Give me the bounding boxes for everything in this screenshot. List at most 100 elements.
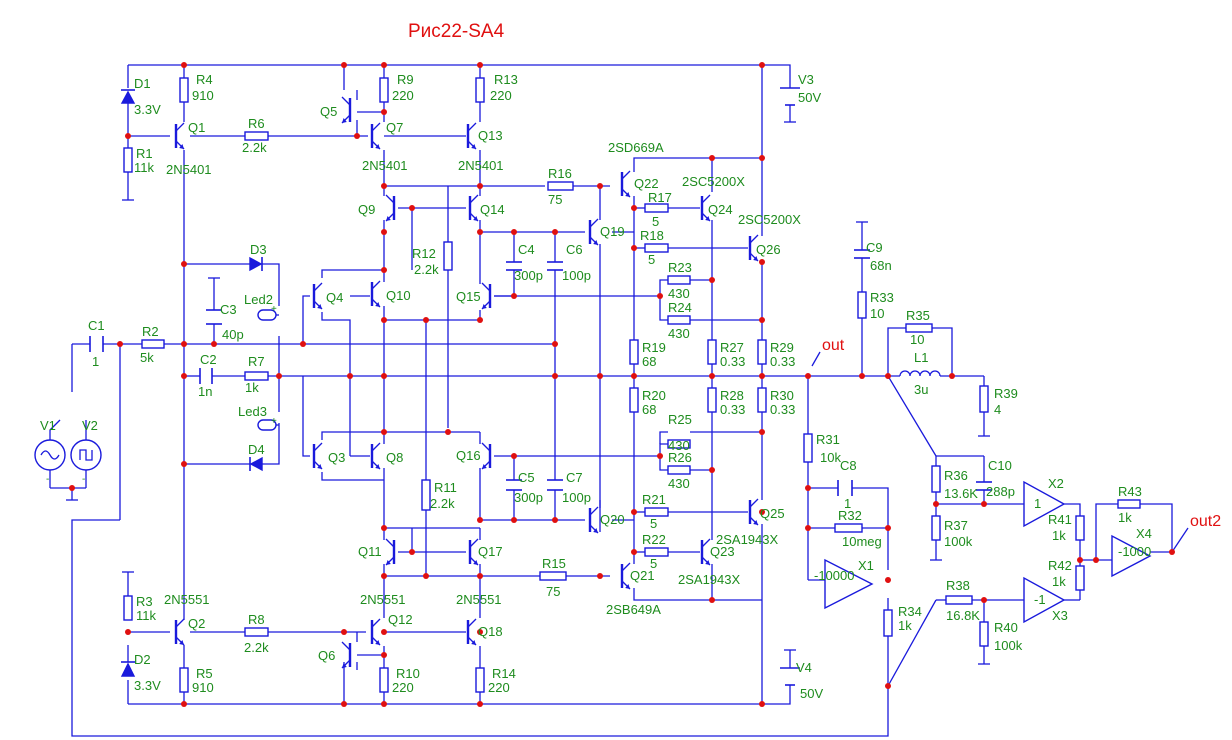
label-q4: Q4 <box>326 290 343 305</box>
junction-dot <box>423 573 429 579</box>
value-r21: 5 <box>650 516 657 531</box>
net-label-out2: out2 <box>1190 513 1221 530</box>
label-v4: V4 <box>796 660 812 675</box>
junction-dot <box>181 261 187 267</box>
transistor-q12 <box>370 618 381 646</box>
value-r30: 0.33 <box>770 402 795 417</box>
junction-dot <box>759 429 765 435</box>
transistor-q13 <box>466 122 477 150</box>
transistor-q16 <box>481 442 492 470</box>
junction-dot <box>381 573 387 579</box>
value-c9: 68n <box>870 258 892 273</box>
value-r14: 220 <box>488 680 510 695</box>
junction-dot <box>477 183 483 189</box>
junction-dot <box>381 109 387 115</box>
label-q14: Q14 <box>480 202 505 217</box>
junction-dot <box>709 467 715 473</box>
junction-dot <box>381 317 387 323</box>
label-r24: R24 <box>668 300 692 315</box>
model-q26: 2SC5200X <box>738 212 801 227</box>
value-r35: 10 <box>910 332 924 347</box>
label-r9: R9 <box>397 72 414 87</box>
junction-dot <box>181 701 187 707</box>
capacitors <box>89 87 992 686</box>
model-q25: 2SA1943X <box>716 532 778 547</box>
junction-dot <box>759 509 765 515</box>
junction-dot <box>1169 549 1175 555</box>
transistor-q23 <box>700 538 711 566</box>
label-r14: R14 <box>492 666 516 681</box>
value-l1: 3u <box>914 382 928 397</box>
junction-dot <box>657 293 663 299</box>
value-r11: 2.2k <box>430 496 455 511</box>
value-r18: 5 <box>648 252 655 267</box>
junction-dot <box>949 373 955 379</box>
transistor-q24 <box>700 194 711 222</box>
junction-dot <box>631 245 637 251</box>
junction-dot <box>759 259 765 265</box>
junction-dot <box>181 62 187 68</box>
value-d1: 3.3V <box>134 102 161 117</box>
value-r2: 5k <box>140 350 154 365</box>
value-r33: 10 <box>870 306 884 321</box>
junction-dot <box>477 701 483 707</box>
label-d4: D4 <box>248 442 265 457</box>
junction-dot <box>381 267 387 273</box>
junction-dot <box>211 341 217 347</box>
junction-dot <box>445 429 451 435</box>
junction-dot <box>477 317 483 323</box>
label-q2: Q2 <box>188 616 205 631</box>
label-r37: R37 <box>944 518 968 533</box>
junction-dot <box>381 652 387 658</box>
model-q22: 2SD669A <box>608 140 664 155</box>
value-c7: 100p <box>562 490 591 505</box>
junction-dot <box>981 597 987 603</box>
junction-dot <box>341 629 347 635</box>
label-r10: R10 <box>396 666 420 681</box>
led2-plus-mark: + <box>271 304 277 315</box>
junction-dot <box>981 501 987 507</box>
junction-dots <box>69 62 1175 707</box>
transistor-q5 <box>341 96 352 124</box>
label-q26: Q26 <box>756 242 781 257</box>
value-r1: 11k <box>134 160 154 175</box>
label-led3: Led3 <box>238 404 267 419</box>
value-r42: 1k <box>1052 574 1066 589</box>
junction-dot <box>423 317 429 323</box>
junction-dot <box>759 373 765 379</box>
junction-dot <box>805 525 811 531</box>
junction-dot <box>885 683 891 689</box>
junction-dot <box>409 549 415 555</box>
transistor-q6 <box>341 641 352 669</box>
junction-dot <box>759 317 765 323</box>
junction-dot <box>759 701 765 707</box>
value-r10: 220 <box>392 680 414 695</box>
label-r11: R11 <box>434 480 457 495</box>
value-x4: -1000 <box>1118 544 1151 559</box>
label-q21: Q21 <box>630 568 655 583</box>
label-r18: R18 <box>640 228 664 243</box>
model-q18: 2N5551 <box>456 592 502 607</box>
signal-sources <box>34 439 102 471</box>
model-q21: 2SB649A <box>606 602 661 617</box>
junction-dot <box>709 597 715 603</box>
transistors <box>174 96 759 669</box>
junction-dot <box>885 525 891 531</box>
value-r8: 2.2k <box>244 640 269 655</box>
junction-dot <box>125 629 131 635</box>
label-c4: C4 <box>518 242 535 257</box>
label-r32: R32 <box>838 508 862 523</box>
junction-dot <box>477 229 483 235</box>
value-r37: 100k <box>944 534 973 549</box>
junction-dot <box>381 62 387 68</box>
label-r15: R15 <box>542 556 566 571</box>
op-amps <box>824 480 1152 624</box>
value-r34: 1k <box>898 618 912 633</box>
label-r16: R16 <box>548 166 572 181</box>
resistors <box>123 77 1141 693</box>
value-r41: 1k <box>1052 528 1066 543</box>
junction-dot <box>885 577 891 583</box>
value-v4: 50V <box>800 686 823 701</box>
value-r36: 13.6K <box>944 486 978 501</box>
